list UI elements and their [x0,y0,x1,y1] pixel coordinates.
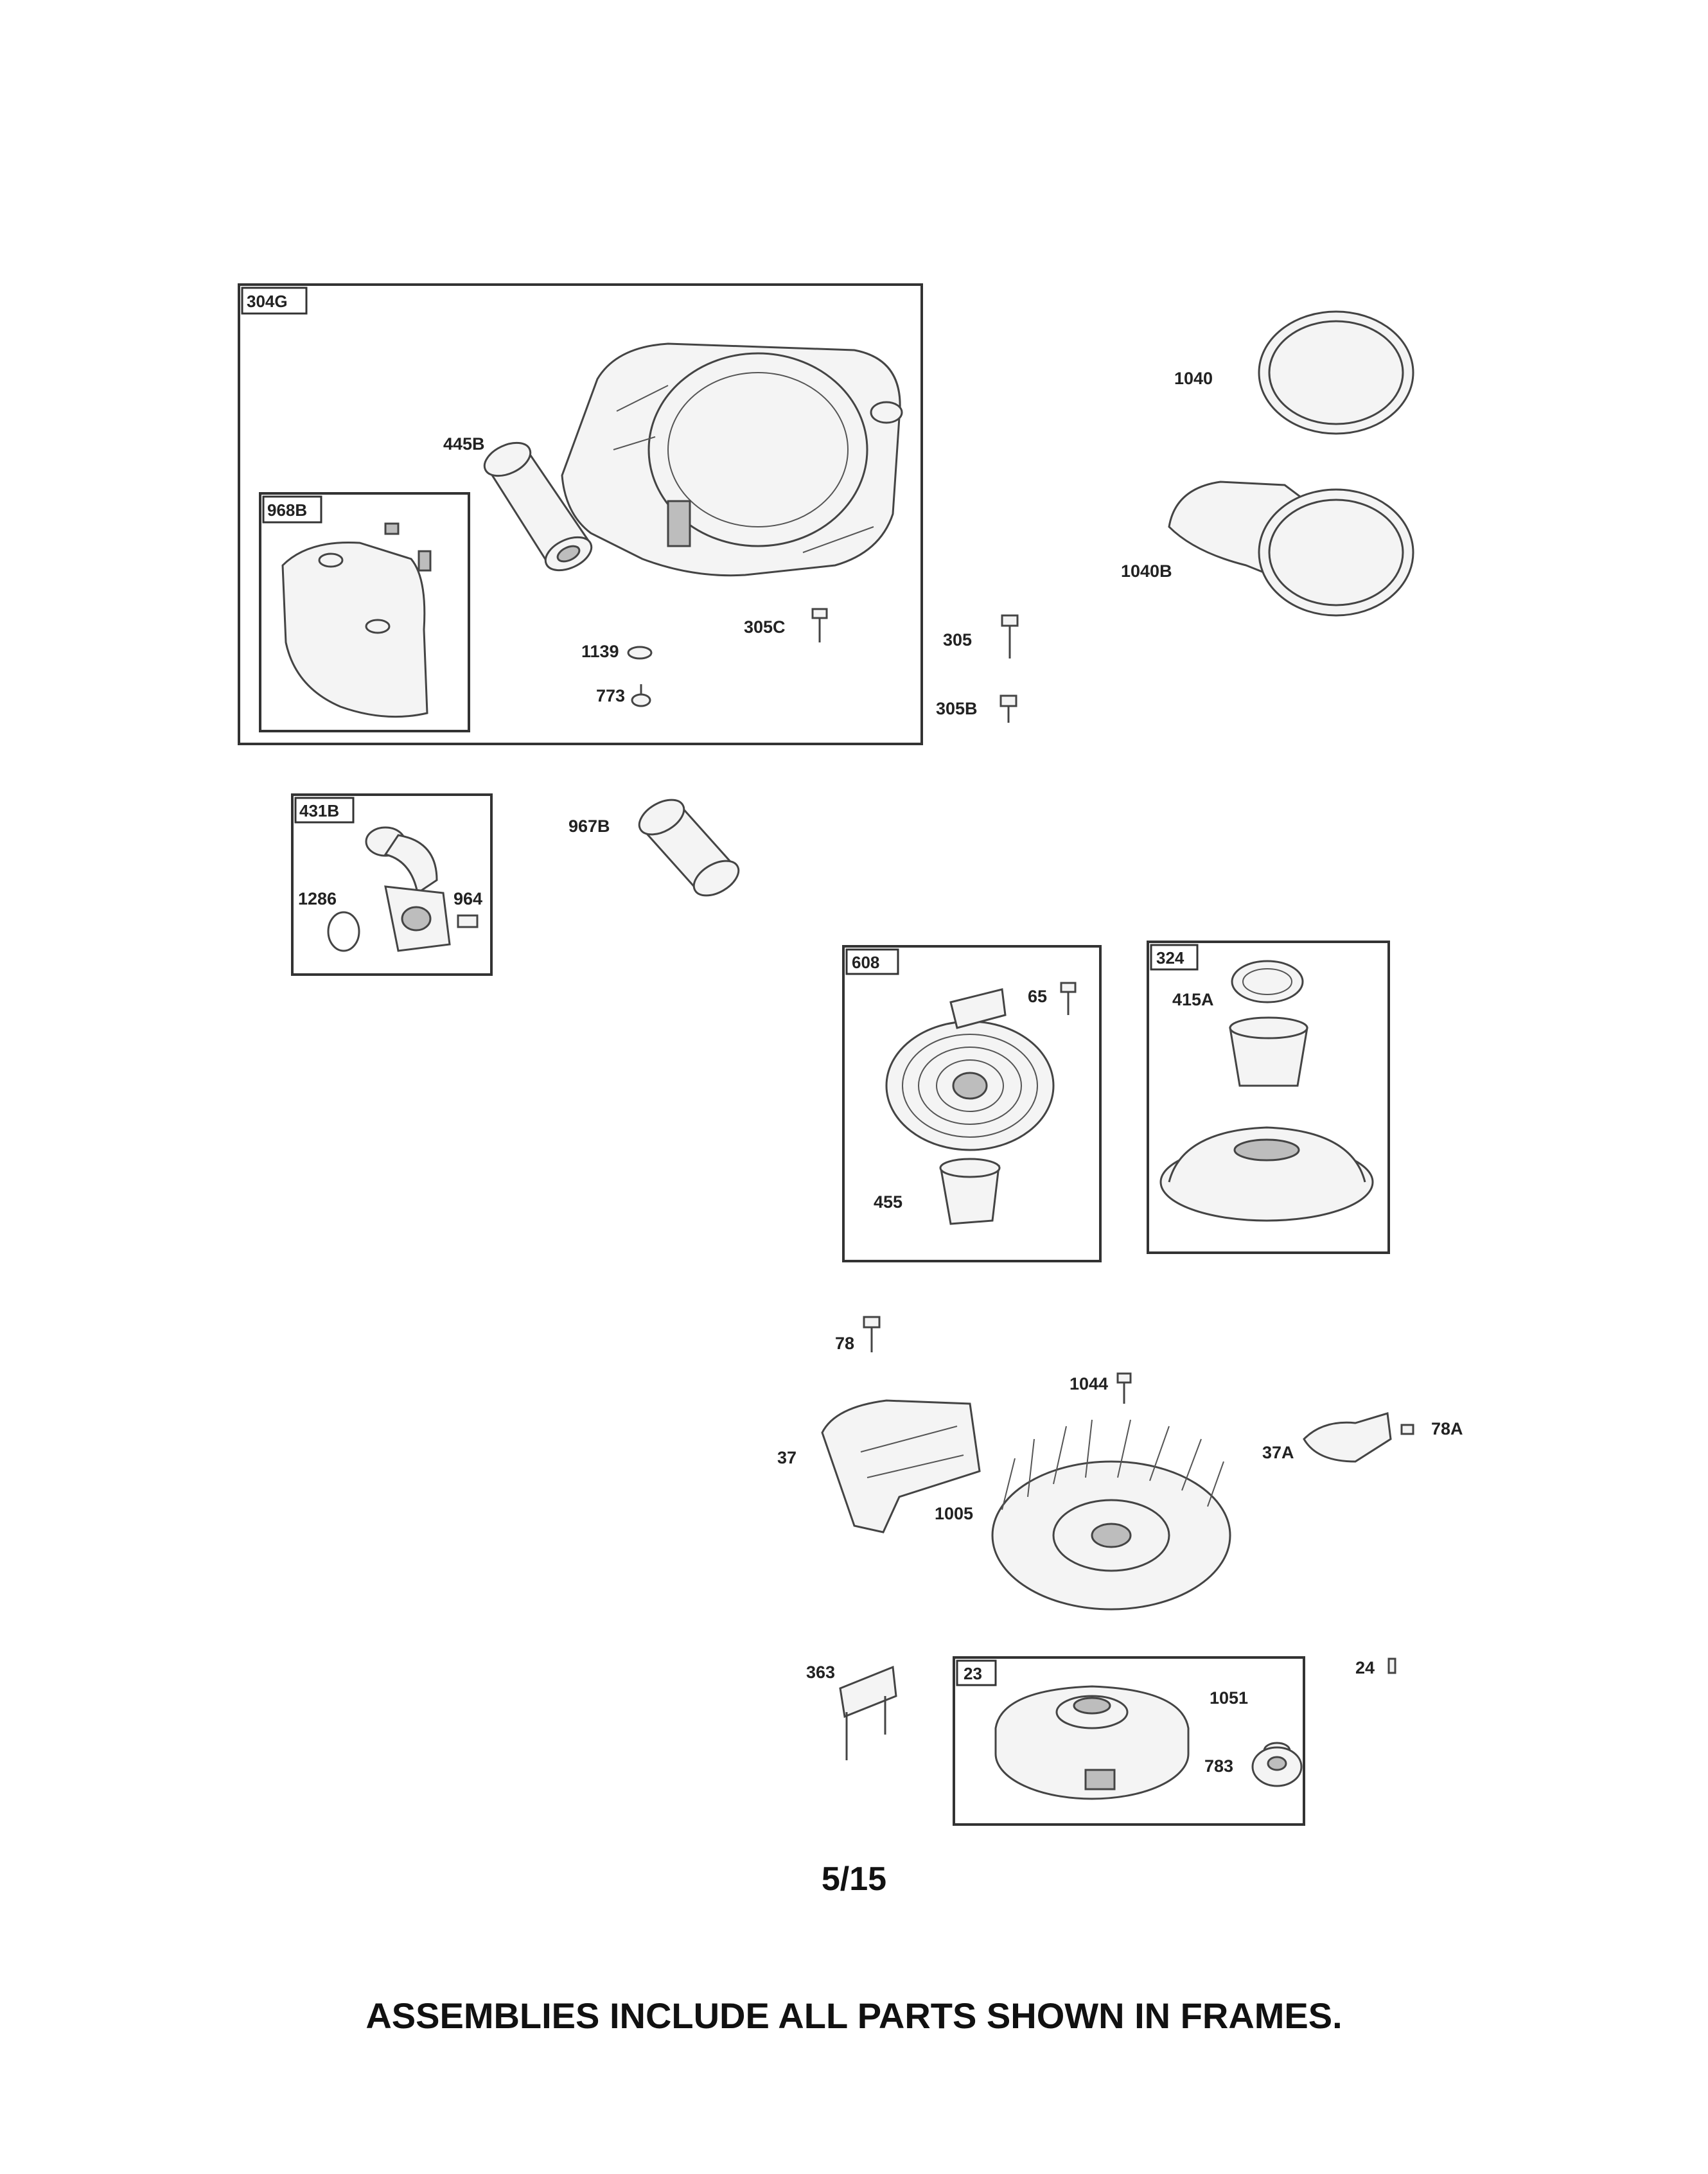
part-label-1286: 1286 [298,889,337,908]
page-number: 5/15 [821,1860,887,1898]
baffle-37-image [821,1399,981,1533]
side-shield-image [281,522,432,718]
washer-1139-image [627,646,653,660]
frame-968B: 968B [259,492,470,732]
fan-1005-image [991,1419,1231,1611]
shroud-1040B-image [1168,481,1414,617]
part-label-773: 773 [596,686,625,705]
flywheel-image [994,1685,1190,1800]
part-label-415A: 415A [1172,990,1214,1009]
frame-23: 23 [953,1656,1305,1826]
frame-label-968B: 968B [267,500,307,520]
screw-78-image [863,1316,881,1352]
part-label-967B: 967B [568,817,610,836]
blower-housing-image [561,342,903,577]
frame-304G: 304G [238,283,923,745]
cup-455-image [939,1158,1001,1225]
intake-elbow-image [365,826,451,952]
screw-305B-image [999,694,1017,723]
part-label-445B: 445B [443,434,485,454]
frame-431B: 431B [291,793,493,976]
frame-324: 324 [1147,941,1390,1254]
part-label-305B: 305B [936,699,978,718]
screw-305-image [1001,614,1019,658]
part-label-1139: 1139 [581,642,619,661]
part-label-1051: 1051 [1210,1688,1248,1708]
part-label-305: 305 [943,630,972,650]
part-label-78A: 78A [1431,1419,1463,1438]
part-label-1040B: 1040B [1121,561,1172,581]
part-label-78: 78 [835,1334,854,1353]
screen-image [1159,1126,1374,1222]
frame-608: 608 [842,945,1102,1262]
screw-305C-image [811,608,828,642]
screw-1044-image [1116,1372,1132,1404]
part-label-783: 783 [1204,1756,1233,1776]
screw-65-image [1060,982,1077,1015]
part-label-1044: 1044 [1070,1374,1108,1393]
part-label-24: 24 [1355,1658,1375,1677]
key-24-image [1387,1657,1396,1674]
air-guide-cylinder-image [483,441,593,572]
frame-label-23: 23 [964,1664,982,1683]
seal-964-image [457,914,479,928]
part-label-37: 37 [777,1448,797,1467]
part-label-1040: 1040 [1174,369,1213,388]
clutch-783-image [1251,1746,1303,1787]
hub-image [1229,1016,1308,1087]
part-label-305C: 305C [744,617,786,637]
part-label-455: 455 [874,1192,902,1212]
frame-label-431B: 431B [299,801,339,820]
part-label-964: 964 [453,889,482,908]
cap-415A-image [1231,960,1304,1003]
part-label-37A: 37A [1262,1443,1294,1462]
part-label-1005: 1005 [935,1504,973,1523]
frame-label-304G: 304G [247,292,288,311]
screw-78A-image [1400,1424,1414,1435]
screw-773-image [631,684,651,707]
ring-1040-image [1258,310,1414,435]
frame-label-324: 324 [1156,948,1184,968]
frame-label-608: 608 [852,953,879,972]
bracket-37A-image [1303,1412,1392,1463]
tube-967B-image [638,799,740,897]
footer-note: ASSEMBLIES INCLUDE ALL PARTS SHOWN IN FR… [365,1995,1343,2036]
o-ring-1286-image [327,911,360,952]
part-label-65: 65 [1028,987,1047,1006]
rewind-starter-image [885,988,1055,1151]
part-label-363: 363 [806,1663,835,1682]
armature-363-image [839,1665,897,1760]
